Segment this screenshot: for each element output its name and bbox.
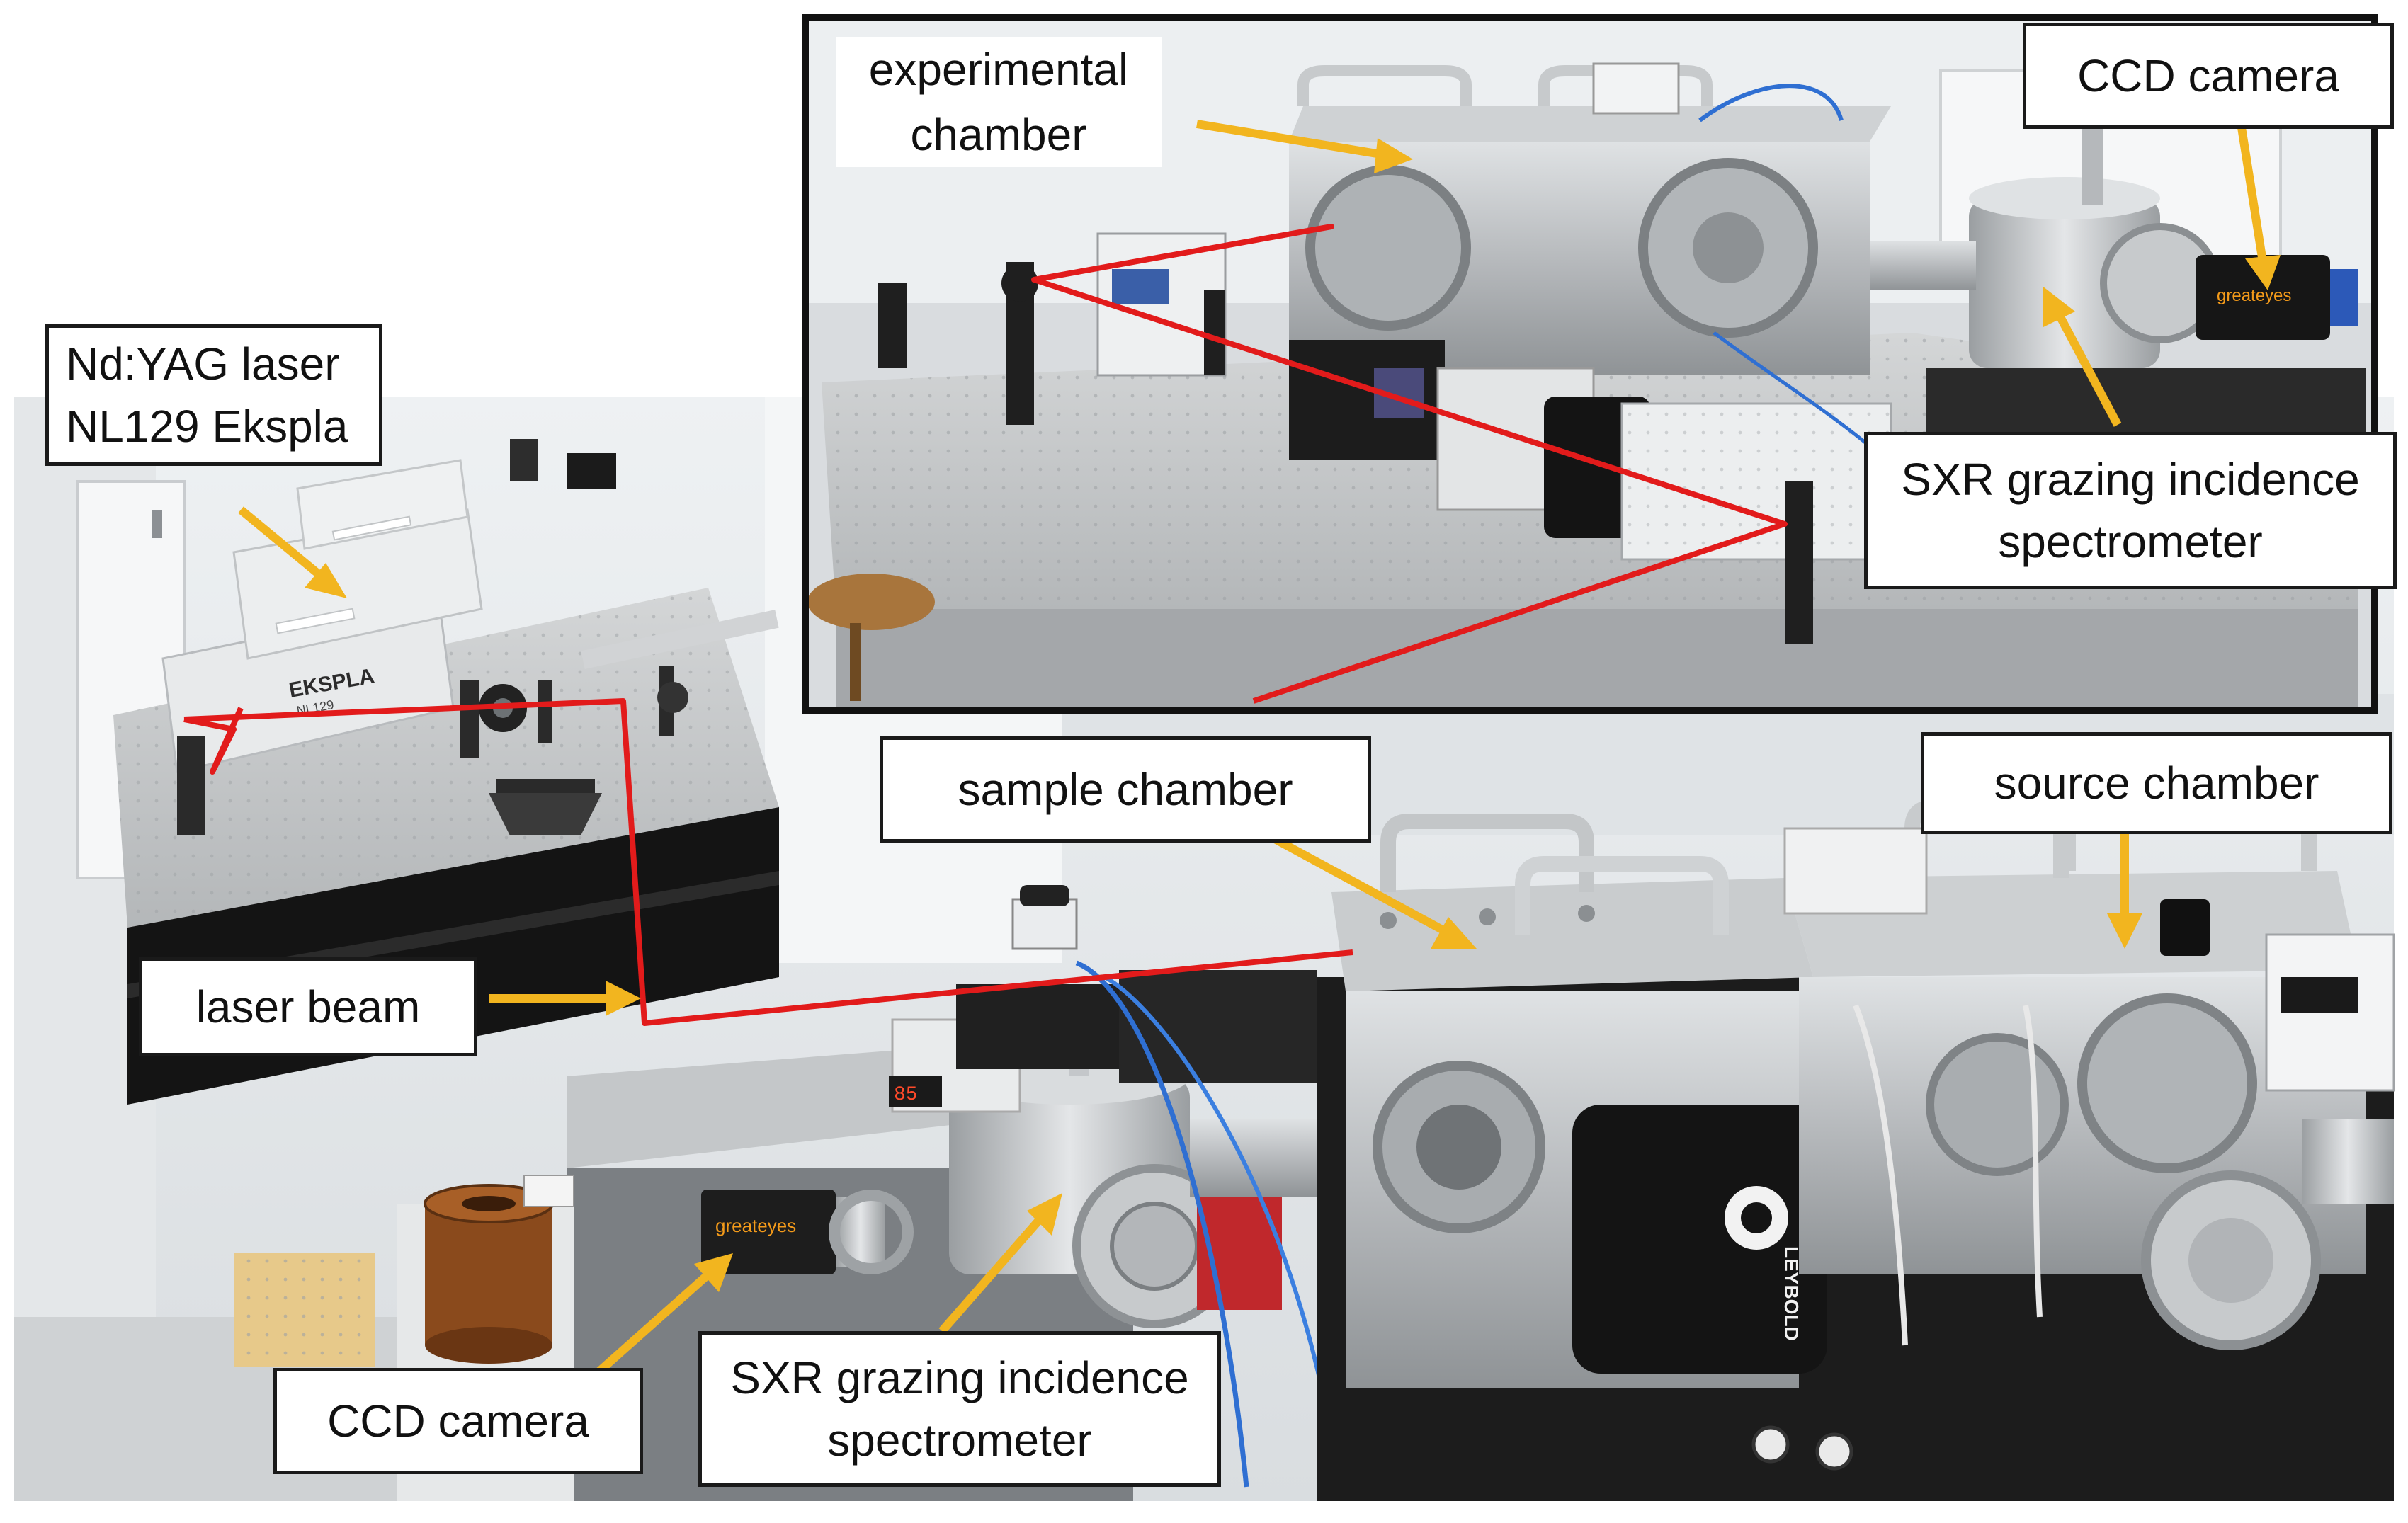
label-experimental-chamber: experimental chamber <box>836 37 1162 167</box>
ccd-camera-bottom-unit: greateyes <box>701 1190 914 1274</box>
laser-beam-inset <box>1031 224 1788 704</box>
source-chamber-unit <box>1783 799 2395 1350</box>
label-sxr-top-line-2: spectrometer <box>1998 516 2263 567</box>
experimental-chamber-unit <box>1289 62 1891 375</box>
copper-wire-spool <box>424 1175 574 1364</box>
ccd-camera-top-unit: greateyes <box>2196 255 2358 340</box>
label-sxr-top-line-1: SXR grazing incidence <box>1901 454 2360 505</box>
label-sample-chamber: sample chamber <box>880 736 1371 843</box>
label-experimental-chamber-line-1: experimental <box>868 44 1129 95</box>
label-sxr-bottom-line-1: SXR grazing incidence <box>730 1352 1189 1403</box>
arrow-source-chamber <box>2107 825 2142 949</box>
arrow-experimental-chamber <box>1196 120 1413 173</box>
label-sample-chamber-line-1: sample chamber <box>958 764 1293 815</box>
label-ccd-top-line-1: CCD camera <box>2077 50 2339 101</box>
inset-camera-brand-text: greateyes <box>2217 286 2291 305</box>
arrow-sxr-top <box>2043 287 2122 427</box>
laser-beam-main <box>183 698 1353 1026</box>
label-nd-yag-line-1: Nd:YAG laser <box>66 338 340 389</box>
laser-beam-paths <box>183 224 1788 1026</box>
label-ccd-camera-top: CCD camera <box>2023 23 2394 129</box>
sxr-spectrometer-top-unit <box>1870 120 2220 368</box>
arrow-sxr-bottom <box>938 1193 1062 1334</box>
label-sxr-spectrometer-bottom: SXR grazing incidence spectrometer <box>698 1331 1221 1487</box>
label-sxr-spectrometer-top: SXR grazing incidence spectrometer <box>1864 432 2397 589</box>
leybold-turbo-pump: LEYBOLD <box>1572 1105 1827 1374</box>
label-nd-yag-laser: Nd:YAG laser NL129 Ekspla <box>45 324 382 466</box>
arrow-laser-beam <box>489 981 641 1016</box>
pump-brand-text: LEYBOLD <box>1781 1246 1802 1341</box>
label-ccd-camera-bottom: CCD camera <box>273 1368 643 1474</box>
inset-frame <box>802 14 2378 714</box>
label-sxr-bottom-line-2: spectrometer <box>827 1415 1092 1466</box>
arrow-ccd-top <box>2237 127 2281 290</box>
arrow-nd-yag <box>238 506 347 598</box>
label-nd-yag-line-2: NL129 Ekspla <box>66 401 348 452</box>
label-experimental-chamber-line-2: chamber <box>910 109 1087 160</box>
label-ccd-bottom-line-1: CCD camera <box>327 1396 589 1447</box>
annotation-arrows <box>238 120 2281 1391</box>
label-source-chamber-line-1: source chamber <box>1994 758 2319 809</box>
camera-brand-text: greateyes <box>715 1215 796 1236</box>
vacuum-chambers: LEYBOLD <box>1317 799 2395 1501</box>
arrow-sample-chamber <box>1273 835 1477 949</box>
laser-beam-start-zigzag <box>183 707 244 775</box>
label-laser-beam-line-1: laser beam <box>195 981 421 1032</box>
label-laser-beam: laser beam <box>139 957 477 1056</box>
controller-display-reading: 85 <box>894 1084 918 1106</box>
label-source-chamber: source chamber <box>1921 732 2392 834</box>
